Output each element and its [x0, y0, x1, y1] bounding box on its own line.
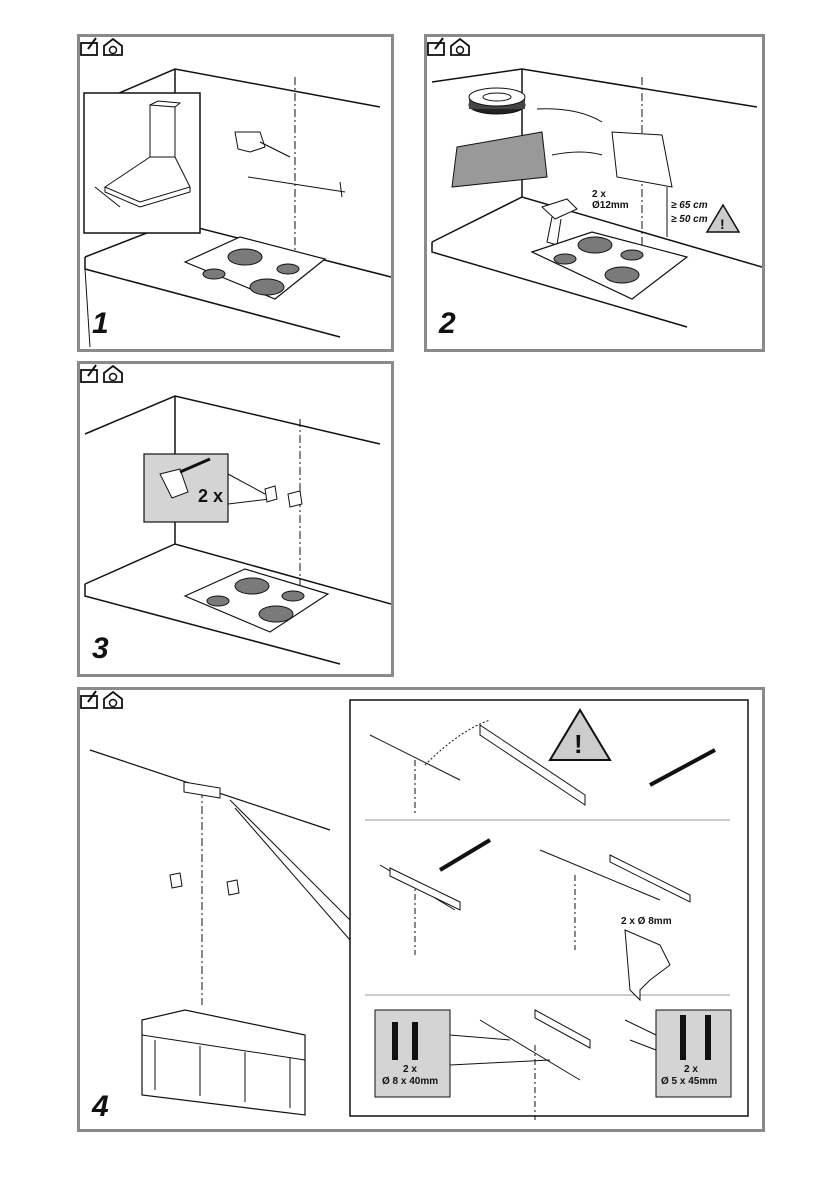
hob-ring [206, 577, 305, 623]
tape-roll-icon [468, 87, 526, 115]
step-3-panel: 2 x 3 [77, 361, 394, 677]
warning-icon: ! [548, 708, 612, 761]
step-number: 1 [92, 307, 109, 340]
plugs-count-label: 2 x [403, 1064, 417, 1075]
drill-count-label: 2 x [592, 189, 606, 200]
step-4-illustration: ! [89, 699, 749, 1120]
step-1-panel: 1 [77, 34, 394, 352]
svg-text:!: ! [720, 216, 725, 232]
screws-size-label: Ø 5 x 45mm [661, 1076, 718, 1087]
installer-icon [80, 690, 123, 709]
screws-count-label: 2 x [684, 1064, 698, 1075]
step-4-panel: ! 2 x Ø 8mm 2 x Ø 8 x 40mm 2 x Ø 5 x 45m… [77, 687, 765, 1132]
warning-icon: ! [705, 203, 741, 233]
step-number: 2 [439, 307, 456, 340]
installer-icon [427, 37, 470, 56]
step-number: 3 [92, 632, 109, 665]
min-electric-label: ≥ 50 cm [671, 214, 708, 225]
drill-spec-label: 2 x Ø 8mm [621, 916, 672, 927]
step-1-illustration [83, 68, 391, 348]
step-number: 4 [92, 1090, 109, 1123]
step-2-panel: ! 2 x Ø12mm ≥ 65 cm ≥ 50 cm 2 [424, 34, 765, 352]
drill-size-label: Ø12mm [592, 200, 629, 211]
installer-icon [80, 37, 123, 56]
svg-text:!: ! [574, 729, 583, 759]
bracket-count-label: 2 x [198, 486, 224, 506]
min-gas-label: ≥ 65 cm [671, 200, 708, 211]
installer-icon [80, 364, 123, 383]
plugs-size-label: Ø 8 x 40mm [382, 1076, 439, 1087]
hob-ring [553, 236, 644, 284]
step-2-illustration: ! [431, 68, 762, 328]
drill-icon [624, 929, 671, 1002]
step-3-illustration [84, 395, 391, 665]
hob-ring [202, 248, 300, 296]
